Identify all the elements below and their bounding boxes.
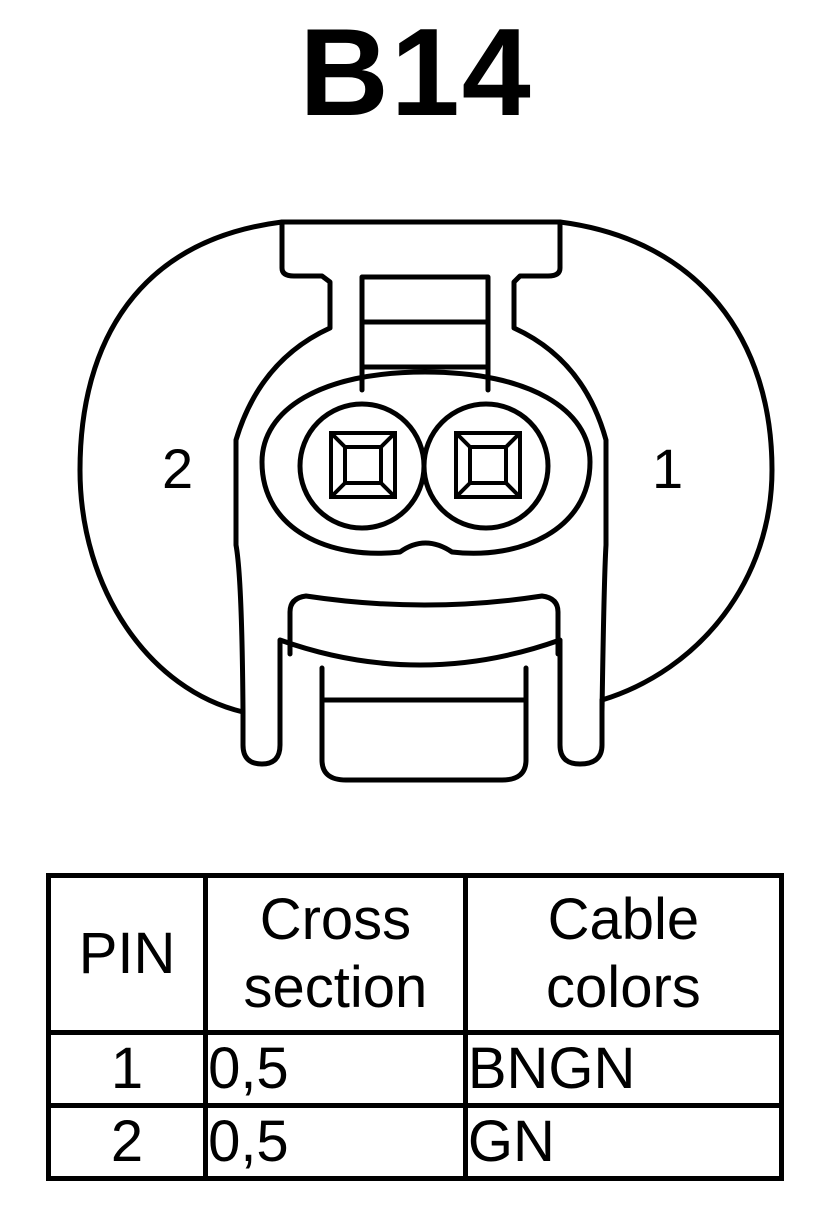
pin-2-socket [297,401,427,531]
lower-lock-body [240,637,605,767]
cell-cable-colors: BNGN [462,1030,785,1108]
table-row: 1 0,5 BNGN [45,1030,785,1108]
pin-2-terminal [329,431,397,499]
pin-label-1: 1 [652,437,683,500]
pin-label-2: 2 [162,437,193,500]
cell-cable-colors: GN [462,1103,785,1181]
cell-cross-section: 0,5 [203,1103,468,1181]
pin-1-terminal [454,431,522,499]
pin-shroud [259,369,593,556]
pin-assignment-table: PIN Cross section Cable colors 1 0,5 BNG… [45,873,785,1181]
connector-title: B14 [299,4,533,142]
header-cable-colors: Cable colors [462,873,785,1035]
connector-top-latch [233,219,333,715]
connector-housing-outline [77,219,775,715]
header-cross-section: Cross section [203,873,468,1035]
cell-pin: 1 [45,1030,209,1108]
cell-pin: 2 [45,1103,209,1181]
connector-diagram: 2 1 [77,219,775,783]
table-header-row: PIN Cross section Cable colors [45,873,785,1035]
table-row: 2 0,5 GN [45,1103,785,1181]
lower-lock-tab [319,665,529,783]
header-pin: PIN [45,873,209,1035]
cell-cross-section: 0,5 [203,1030,468,1108]
pin-1-socket [421,401,551,531]
